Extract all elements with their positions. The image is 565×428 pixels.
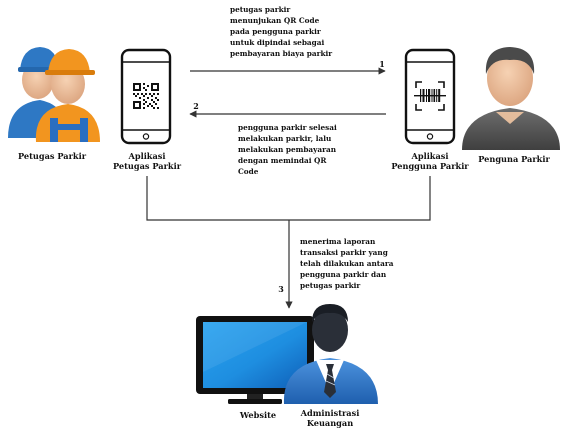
note-1-line-5: pembayaran biaya parkir	[230, 49, 332, 58]
note-3-line-3: telah dilakukan antara	[300, 259, 394, 268]
label-app-petugas-line1: Aplikasi	[128, 151, 166, 161]
note-2-line-4: dengan memindai QR	[238, 156, 327, 165]
note-2-line-3: melakukan pembayaran	[238, 145, 337, 154]
note-1-line-1: petugas parkir	[230, 5, 290, 14]
note-3-line-1: menerima laporan	[300, 237, 376, 246]
step-2-number: 2	[193, 101, 199, 111]
label-petugas-parkir: Petugas Parkir	[18, 151, 87, 161]
label-admin-line1: Administrasi	[300, 408, 360, 418]
barcode-icon	[414, 89, 446, 102]
note-3-line-5: petugas parkir	[300, 281, 360, 290]
note-1-line-2: menunjukan QR Code	[230, 16, 320, 25]
label-app-pengguna-line2: Pengguna Parkir	[391, 161, 469, 171]
label-admin-line2: Keuangan	[307, 418, 353, 428]
label-app-pengguna-line1: Aplikasi	[411, 151, 449, 161]
step-1-number: 1	[379, 59, 385, 69]
connector-apps-bracket	[146, 176, 431, 221]
note-3-line-2: transaksi parkir yang	[300, 248, 388, 257]
step-3-number: 3	[278, 284, 284, 294]
note-step-3: menerima laporan transaksi parkir yang t…	[300, 237, 394, 290]
note-3-line-4: pengguna parkir dan	[300, 270, 387, 279]
parking-user-avatar-icon	[462, 47, 560, 150]
note-1-line-3: pada pengguna parkir	[230, 27, 321, 36]
note-2-line-1: pengguna parkir selesai	[238, 123, 337, 132]
label-app-petugas-line2: Petugas Parkir	[113, 161, 182, 171]
note-2-line-2: melakukan parkir, lalu	[238, 134, 332, 143]
label-website: Website	[239, 410, 276, 420]
website-monitor-icon	[196, 316, 314, 404]
note-1-line-4: untuk dipindai sebagai	[230, 38, 324, 47]
note-step-2: pengguna parkir selesai melakukan parkir…	[238, 123, 337, 176]
finance-admin-avatar-icon	[283, 304, 378, 404]
parking-attendant-icon	[8, 47, 101, 142]
label-penguna-parkir: Penguna Parkir	[478, 154, 550, 164]
barcode-scanner-icon	[415, 81, 445, 111]
qr-code-icon	[133, 83, 159, 109]
note-2-line-5: Code	[238, 167, 259, 176]
note-step-1: petugas parkir menunjukan QR Code pada p…	[230, 5, 332, 58]
